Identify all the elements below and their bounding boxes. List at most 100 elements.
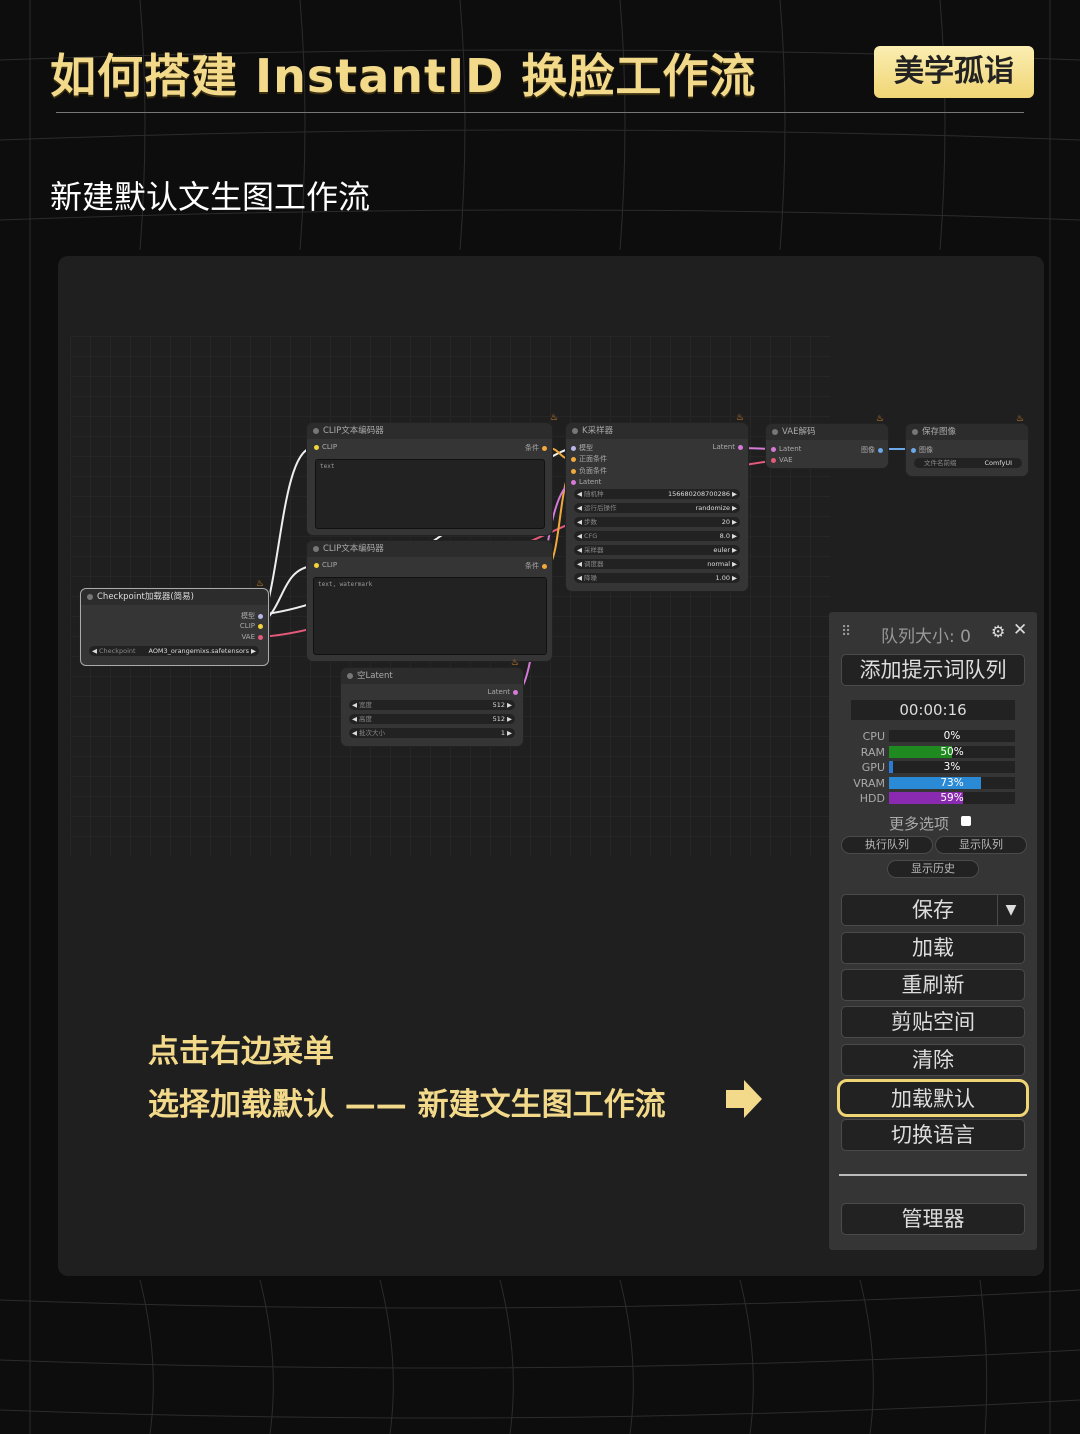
stat-value: 3%: [943, 761, 961, 773]
save-image-node[interactable]: ♨ 保存图像 图像 文件名前缀 ComfyUI: [906, 414, 1028, 476]
arrow-right-icon[interactable]: ▶: [732, 574, 737, 582]
node-title: VAE解码: [766, 424, 888, 440]
manager-button[interactable]: 管理器: [841, 1203, 1025, 1235]
cond-output-dot[interactable]: [542, 563, 547, 569]
arrow-right-icon[interactable]: ▶: [507, 715, 512, 723]
slot-label: 图像: [861, 446, 875, 454]
flame-icon: ♨: [875, 414, 884, 424]
arrow-left-icon[interactable]: ◀: [577, 532, 582, 540]
drag-handle-icon[interactable]: ⠿: [841, 624, 852, 640]
view-history-button[interactable]: 显示历史: [887, 860, 979, 878]
flame-icon: ♨: [549, 413, 558, 423]
instruction-line-1: 点击右边菜单: [148, 1034, 334, 1070]
dropdown-arrow-icon[interactable]: ▼: [997, 895, 1024, 925]
clip-input-dot[interactable]: [314, 562, 319, 568]
more-options-checkbox[interactable]: [961, 816, 971, 826]
cond-output-dot[interactable]: [542, 445, 547, 451]
refresh-button[interactable]: 重刷新: [841, 969, 1025, 1001]
latent-input-dot[interactable]: [571, 479, 576, 485]
latent-input-dot[interactable]: [771, 446, 776, 452]
arrow-right-icon[interactable]: ▶: [507, 729, 512, 737]
arrow-right-icon[interactable]: ▶: [732, 560, 737, 568]
image-input-dot[interactable]: [911, 447, 916, 453]
arrow-right-icon[interactable]: ▶: [732, 518, 737, 526]
switch-language-button[interactable]: 切换语言: [841, 1119, 1025, 1151]
widget-value: normal: [707, 560, 730, 568]
arrow-left-icon[interactable]: ◀: [577, 518, 582, 526]
prompt-textarea[interactable]: text, watermark: [313, 577, 547, 655]
latent-output-dot[interactable]: [738, 444, 743, 450]
vae-output-dot[interactable]: [258, 634, 263, 640]
negative-input-dot[interactable]: [571, 468, 576, 474]
clipspace-button[interactable]: 剪贴空间: [841, 1006, 1025, 1038]
node-title: K采样器: [566, 423, 748, 439]
arrow-left-icon[interactable]: ◀: [352, 729, 357, 737]
widget-label: 文件名前缀: [924, 459, 957, 467]
vae-decode-node[interactable]: ♨ VAE解码 Latent VAE 图像: [766, 414, 888, 468]
arrow-right-icon[interactable]: ▶: [732, 546, 737, 554]
filename-prefix-widget[interactable]: 文件名前缀 ComfyUI: [914, 458, 1022, 468]
arrow-left-icon[interactable]: ◀: [352, 715, 357, 723]
arrow-right-icon[interactable]: ▶: [732, 504, 737, 512]
arrow-right-icon[interactable]: ▶: [732, 532, 737, 540]
gear-icon[interactable]: ⚙: [991, 622, 1006, 641]
view-list-button[interactable]: 显示队列: [935, 836, 1027, 854]
arrow-left-icon[interactable]: ◀: [577, 490, 582, 498]
arrow-right-icon[interactable]: ▶: [251, 647, 256, 655]
arrow-left-icon[interactable]: ◀: [577, 560, 582, 568]
view-queue-button[interactable]: 执行队列: [841, 836, 933, 854]
vae-input-dot[interactable]: [771, 457, 776, 463]
ksampler-widget[interactable]: ◀调度器 normal▶: [574, 559, 740, 569]
slot-label: Latent: [579, 478, 602, 486]
slot-label: VAE: [779, 456, 793, 464]
arrow-right-icon[interactable]: ▶: [732, 490, 737, 498]
widget-value: 512: [492, 701, 505, 709]
arrow-left-icon[interactable]: ◀: [577, 504, 582, 512]
clip-input-dot[interactable]: [314, 444, 319, 450]
node-title: 空Latent: [341, 668, 523, 684]
clip-encoder-node-positive[interactable]: ♨ CLIP文本编码器 CLIP 条件 text: [307, 413, 558, 535]
load-default-button[interactable]: 加载默认: [837, 1079, 1029, 1117]
checkpoint-loader-node[interactable]: ♨ Checkpoint加载器(简易) 模型 CLIP VAE ◀ Checkp…: [80, 579, 269, 666]
image-output-dot[interactable]: [878, 447, 883, 453]
arrow-right-icon[interactable]: ▶: [507, 701, 512, 709]
widget-label: 调度器: [584, 560, 604, 568]
widget-value: 1: [500, 729, 505, 737]
slot-label: 图像: [919, 446, 933, 454]
save-button[interactable]: 保存 ▼: [841, 894, 1025, 926]
arrow-left-icon[interactable]: ◀: [577, 546, 582, 554]
slot-label: Latent: [487, 688, 510, 696]
close-icon[interactable]: ✕: [1013, 620, 1028, 640]
queue-prompt-button[interactable]: 添加提示词队列: [841, 654, 1025, 686]
arrow-left-icon[interactable]: ◀: [352, 701, 357, 709]
clip-output-dot[interactable]: [258, 623, 263, 629]
clip-encoder-node-negative[interactable]: CLIP文本编码器 CLIP 条件 text, watermark: [307, 541, 552, 661]
widget-label: CFG: [584, 532, 598, 540]
model-output-dot[interactable]: [258, 613, 263, 619]
latent-output-dot[interactable]: [513, 689, 518, 695]
arrow-left-icon[interactable]: ◀: [92, 647, 97, 655]
clear-button[interactable]: 清除: [841, 1044, 1025, 1076]
load-button[interactable]: 加载: [841, 932, 1025, 964]
arrow-left-icon[interactable]: ◀: [577, 574, 582, 582]
widget-label: 采样器: [584, 546, 604, 554]
checkpoint-selector[interactable]: ◀ Checkpoint AOM3_orangemixs.safetensors…: [89, 646, 259, 656]
page-title: 如何搭建 InstantID 换脸工作流: [50, 49, 757, 103]
widget-label: 步数: [584, 518, 597, 526]
positive-input-dot[interactable]: [571, 456, 576, 462]
model-input-dot[interactable]: [571, 445, 576, 451]
prompt-textarea[interactable]: text: [315, 459, 545, 529]
